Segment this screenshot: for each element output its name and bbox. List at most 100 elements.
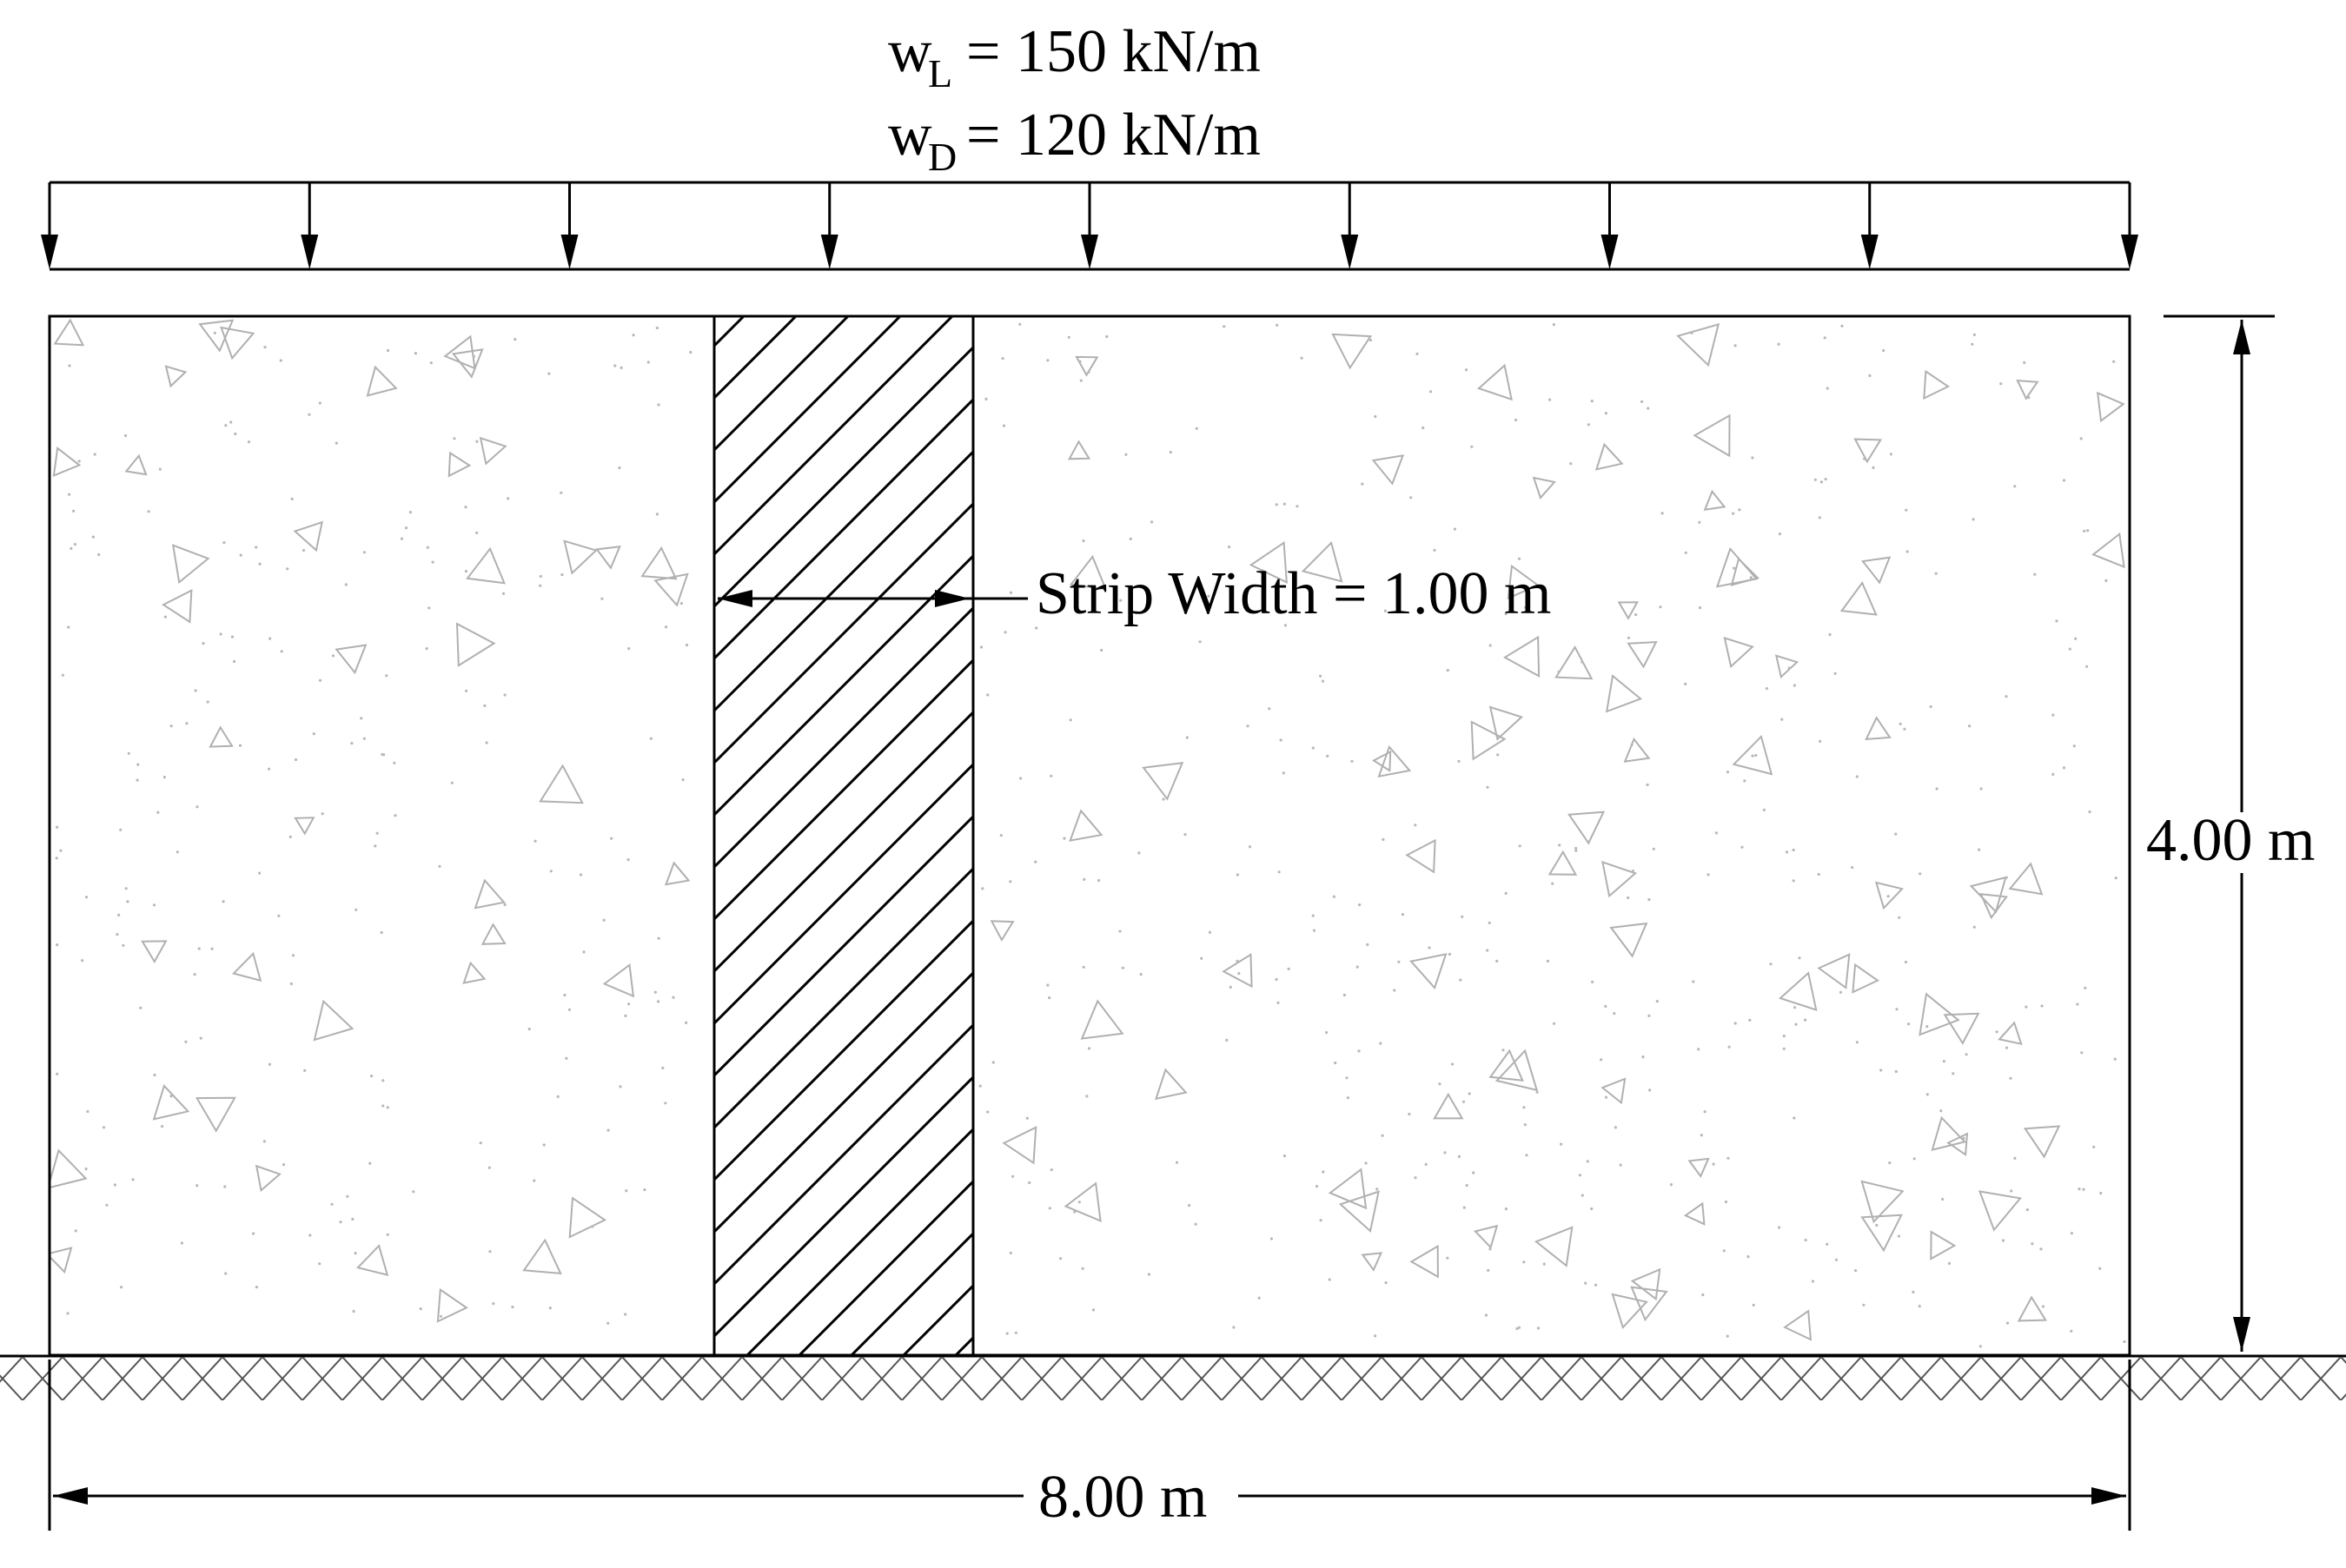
aggregate-dot	[1408, 1112, 1411, 1116]
aggregate-dot	[1461, 1100, 1466, 1103]
aggregate-dot	[230, 635, 235, 638]
aggregate-dot	[1782, 1034, 1786, 1038]
aggregate-dot	[1028, 1181, 1031, 1185]
aggregate-dot	[385, 674, 388, 678]
aggregate-dot	[335, 441, 338, 445]
ground-hatch-line	[142, 1357, 183, 1400]
load-arrow-icon	[41, 235, 58, 269]
aggregate-stone	[436, 1287, 468, 1323]
ground-hatch	[0, 1357, 2346, 1400]
aggregate-dot	[981, 887, 984, 890]
aggregate-stone	[1600, 1077, 1627, 1105]
aggregate-dot	[1939, 1109, 1943, 1113]
aggregate-dot	[1518, 844, 1521, 848]
aggregate-dot	[1488, 1247, 1492, 1251]
aggregate-dot	[184, 1040, 188, 1043]
aggregate-dot	[1368, 339, 1373, 342]
aggregate-dot	[1794, 1022, 1798, 1026]
aggregate-dot	[1684, 682, 1687, 686]
ground-hatch-line	[2020, 1357, 2062, 1400]
aggregate-stone	[1405, 838, 1436, 874]
aggregate-stone	[1978, 1190, 2022, 1232]
aggregate-dot	[1433, 548, 1436, 552]
aggregate-stone	[335, 644, 368, 675]
aggregate-dot	[1726, 1156, 1730, 1160]
aggregate-dot	[1614, 1126, 1617, 1129]
aggregate-dot	[412, 1190, 415, 1194]
aggregate-dot	[2005, 1046, 2009, 1049]
aggregate-dot	[1069, 718, 1072, 722]
aggregate-dot	[308, 413, 311, 416]
aggregate-dot	[1551, 882, 1554, 885]
aggregate-dot	[685, 1021, 688, 1024]
aggregate-dot	[1046, 359, 1050, 362]
aggregate-dot	[1749, 576, 1753, 579]
aggregate-dot	[2051, 772, 2055, 777]
aggregate-dot	[1542, 1262, 1546, 1266]
aggregate-dot	[2078, 1188, 2081, 1191]
aggregate-dot	[1276, 1001, 1280, 1004]
ground-hatch-line	[0, 1357, 23, 1383]
aggregate-dot	[381, 1104, 385, 1108]
aggregate-dot	[2005, 1321, 2010, 1325]
aggregate-dot	[1401, 913, 1404, 916]
aggregate-dot	[1863, 457, 1866, 460]
aggregate-dot	[1078, 360, 1082, 363]
aggregate-dot	[1787, 666, 1791, 670]
aggregate-dot	[1698, 606, 1701, 610]
aggregate-dot	[1312, 929, 1316, 932]
hatch-line	[714, 449, 973, 713]
aggregate-stone	[1371, 454, 1405, 486]
aggregate-dot	[625, 1189, 628, 1193]
ground-hatch-line	[741, 1357, 783, 1400]
aggregate-dot	[255, 1286, 258, 1289]
aggregate-dot	[511, 1306, 514, 1309]
ground-hatch-line	[62, 1357, 103, 1400]
aggregate-dot	[77, 460, 81, 463]
ground-hatch-line	[381, 1357, 423, 1400]
height-dimension: 4.00 m	[2146, 314, 2315, 1352]
aggregate-dot	[1604, 1004, 1607, 1009]
aggregate-dot	[1321, 679, 1325, 683]
aggregate-stone	[1594, 442, 1624, 471]
aggregate-dot	[1727, 1045, 1731, 1049]
aggregate-dot	[374, 844, 377, 848]
aggregate-dot	[1854, 1269, 1858, 1273]
aggregate-dot	[2010, 1189, 2013, 1193]
aggregate-dot	[1346, 1096, 1349, 1100]
aggregate-dot	[1889, 453, 1892, 456]
aggregate-dot	[393, 761, 396, 764]
aggregate-stone	[1865, 716, 1892, 741]
aggregate-dot	[213, 331, 216, 334]
aggregate-dot	[1811, 1280, 1814, 1283]
aggregate-dot	[72, 509, 76, 513]
aggregate-dot	[655, 513, 659, 516]
aggregate-dot	[485, 741, 488, 744]
aggregate-stone	[640, 546, 678, 580]
aggregate-dot	[1504, 1207, 1508, 1211]
aggregate-dot	[1751, 754, 1754, 758]
aggregate-dot	[1269, 1237, 1273, 1241]
ground-hatch-line	[302, 1357, 343, 1400]
aggregate-dot	[1319, 674, 1322, 678]
aggregate-dot	[1087, 1047, 1091, 1050]
aggregate-dot	[2027, 396, 2031, 400]
aggregate-dot	[2083, 529, 2086, 533]
aggregate-dot	[1282, 771, 1285, 775]
ground-hatch-line	[621, 1357, 663, 1400]
aggregate-dot	[1384, 1281, 1388, 1285]
aggregate-dot	[1641, 1055, 1645, 1059]
aggregate-stone	[171, 544, 210, 585]
aggregate-stone	[1338, 1190, 1380, 1234]
aggregate-dot	[1971, 342, 1974, 346]
aggregate-dot	[1470, 445, 1474, 448]
aggregate-dot	[1882, 348, 1885, 353]
aggregate-dot	[1035, 626, 1038, 630]
aggregate-dot	[556, 1095, 560, 1098]
aggregate-dot	[156, 810, 160, 814]
ground-hatch-line	[861, 1357, 903, 1400]
hatch-line	[714, 316, 954, 557]
aggregate-dot	[1690, 331, 1693, 334]
strip-arrow-right-icon	[935, 590, 970, 607]
aggregate-dot	[657, 403, 660, 407]
